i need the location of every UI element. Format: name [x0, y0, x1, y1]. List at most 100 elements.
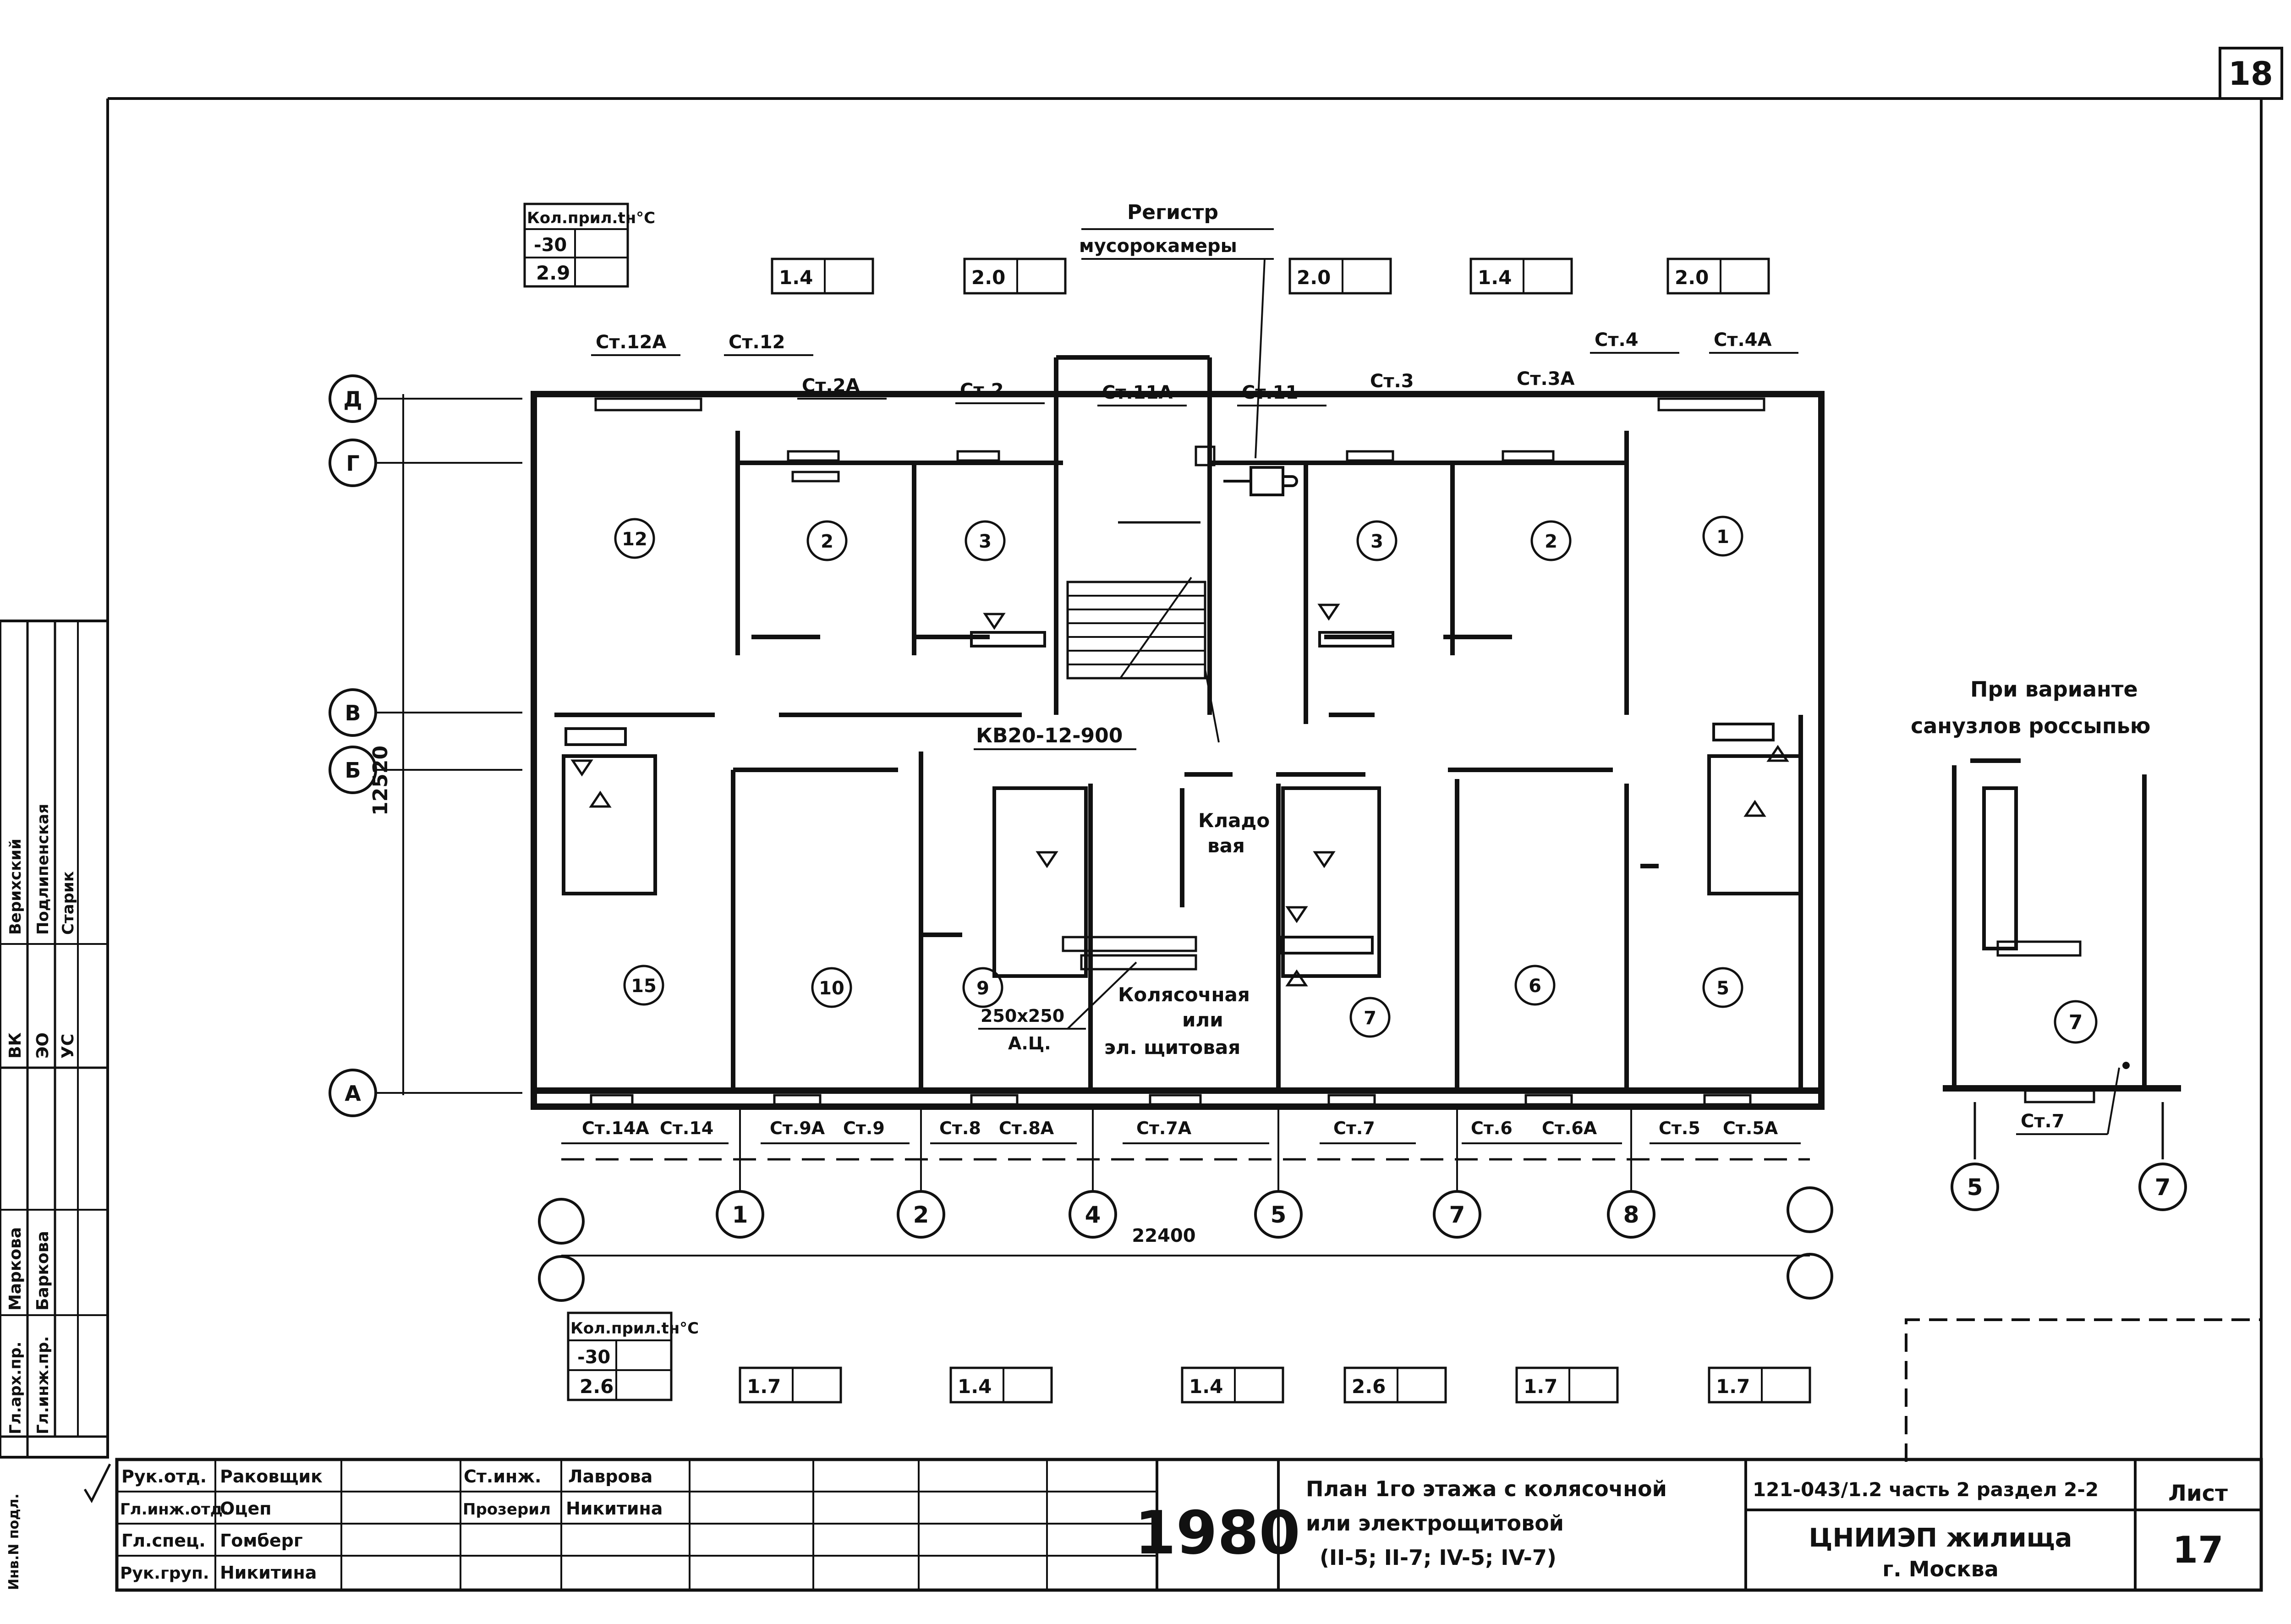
riser-label-top: Ст.4А — [1714, 329, 1772, 351]
dimension-vertical: 12520 — [369, 746, 392, 816]
variant-axis-7: 7 — [2155, 1174, 2171, 1201]
duct-line-2: А.Ц. — [1008, 1033, 1051, 1053]
approval-strip: Гл.арх.пр. Гл.инж.пр. Маркова Баркова ВК… — [0, 620, 111, 1590]
room-number-top-circle — [614, 518, 655, 559]
riser-label-top: Ст.3 — [1370, 371, 1414, 392]
axis-letter: Г — [346, 451, 359, 476]
room-number-bottom-circle — [1702, 967, 1743, 1008]
bottom-value-box — [1181, 1366, 1284, 1404]
room-number-bottom-circle — [1514, 965, 1556, 1006]
bottom-value-box — [1708, 1366, 1811, 1404]
room-number-top: 2 — [1545, 531, 1557, 552]
tb-name-2: Оцеп — [220, 1498, 272, 1519]
tb-sheet-label: Лист — [2168, 1481, 2228, 1506]
approval-name-4: Подлипенская — [34, 804, 52, 935]
duct-line-1: 250х250 — [981, 1006, 1064, 1026]
heat-table-bottom: Кол.прил.tн°C -30 2.6 — [567, 1311, 699, 1401]
bottom-value-value: 1.7 — [1524, 1375, 1557, 1398]
riser-label-bottom: Ст.5 — [1659, 1118, 1700, 1138]
tb-name-1: Раковщик — [220, 1466, 323, 1487]
register-line-2: мусорокамеры — [1079, 236, 1237, 257]
top-value-box — [771, 258, 874, 295]
approval-name-2: Баркова — [33, 1231, 52, 1311]
top-value-box — [963, 258, 1067, 295]
room-number-top: 3 — [1370, 531, 1383, 552]
room-number-bottom-circle — [1349, 997, 1391, 1038]
riser-label-bottom: Ст.6 — [1471, 1118, 1513, 1138]
variant-axis-5: 5 — [1967, 1174, 1983, 1201]
approval-name-3: Верихский — [6, 839, 25, 935]
axis-number: 2 — [913, 1202, 929, 1228]
building-outline — [531, 355, 1825, 1110]
variant-title-1: При варианте — [1970, 677, 2138, 702]
top-value-box — [1666, 258, 1770, 295]
stroller-line-1: Колясочная — [1118, 983, 1250, 1006]
axis-number: 7 — [1449, 1202, 1465, 1228]
axis-bubble — [716, 1190, 764, 1239]
axis-letter: А — [345, 1081, 361, 1106]
room-number-top-circle — [1530, 520, 1572, 561]
bottom-table-header: Кол.прил.tн°C — [570, 1319, 699, 1338]
bottom-value-value: 1.4 — [958, 1375, 992, 1398]
duct-label: 250х250 А.Ц. — [978, 961, 1137, 1053]
bottom-value-value: 1.7 — [1716, 1375, 1750, 1398]
riser-label-bottom: Ст.6А — [1542, 1118, 1597, 1138]
riser-label-top: Ст.4 — [1595, 329, 1639, 351]
horizontal-dimension: 22400 — [538, 1158, 1833, 1302]
approval-dept-3: УС — [59, 1034, 77, 1059]
approval-dept-1: ВК — [6, 1032, 25, 1059]
riser-label-bottom: Ст.7А — [1136, 1118, 1192, 1138]
riser-label-bottom: Ст.5А — [1723, 1118, 1778, 1138]
bottom-value-box — [949, 1366, 1053, 1404]
riser-label-bottom: Ст.9А — [770, 1118, 825, 1138]
room-number-bottom-circle — [962, 967, 1003, 1008]
tb-name-6: Никитина — [566, 1498, 663, 1519]
bottom-value-box — [1515, 1366, 1619, 1404]
register-label: Регистр мусорокамеры — [1079, 201, 1274, 459]
door-mark: КВ20-12-900 — [974, 724, 1136, 750]
bottom-table-temp: -30 — [577, 1347, 610, 1368]
riser-label-bottom: Ст.9 — [843, 1118, 885, 1138]
top-value-value: 2.0 — [1297, 266, 1331, 289]
axis-letter: Д — [344, 387, 362, 411]
axis-number: 8 — [1623, 1202, 1639, 1228]
room-number-top: 2 — [821, 531, 833, 552]
stroller-line-3: эл. щитовая — [1104, 1036, 1240, 1059]
tb-role-1: Рук.отд. — [121, 1466, 207, 1487]
axis-bubble — [1254, 1190, 1303, 1239]
room-number-top: 1 — [1716, 527, 1729, 548]
axis-bubble — [1607, 1190, 1655, 1239]
tb-role-3: Гл.спец. — [121, 1531, 206, 1551]
top-value-value: 1.4 — [1478, 266, 1512, 289]
room-number-top: 3 — [979, 531, 992, 552]
stroller-label: Колясочная или эл. щитовая — [1062, 936, 1250, 1059]
room-number-bottom-circle — [623, 965, 664, 1006]
room-number-top-circle — [1356, 520, 1398, 561]
tb-role-4: Рук.груп. — [120, 1564, 209, 1583]
riser-label-top: Ст.2 — [960, 380, 1004, 401]
tb-name-4: Никитина — [220, 1563, 317, 1583]
storeroom-label: Кладо вая — [1180, 788, 1270, 907]
room-number-bottom: 9 — [976, 978, 989, 999]
top-table-temp: -30 — [534, 235, 567, 256]
room-number-bottom-circle — [811, 967, 852, 1008]
bottom-value-value: 2.6 — [1352, 1375, 1386, 1398]
riser-label-bottom: Ст.14 — [660, 1118, 713, 1138]
top-value-value: 2.0 — [971, 266, 1005, 289]
room-number-bottom: 6 — [1529, 976, 1541, 997]
tb-sheet-no: 17 — [2172, 1529, 2223, 1571]
top-table-value: 2.9 — [536, 262, 570, 284]
riser-label-bottom: Ст.7 — [1333, 1118, 1375, 1138]
axis-number: 1 — [732, 1202, 748, 1228]
tb-name-5: Лаврова — [568, 1466, 652, 1487]
riser-label-bottom: Ст.8 — [939, 1118, 981, 1138]
register-line-1: Регистр — [1127, 201, 1218, 224]
variant-riser: Ст.7 — [2021, 1111, 2065, 1132]
riser-label-top: Ст.11 — [1242, 382, 1298, 403]
tb-role-5: Ст.инж. — [464, 1466, 541, 1487]
approval-name-5: Старик — [59, 871, 77, 935]
